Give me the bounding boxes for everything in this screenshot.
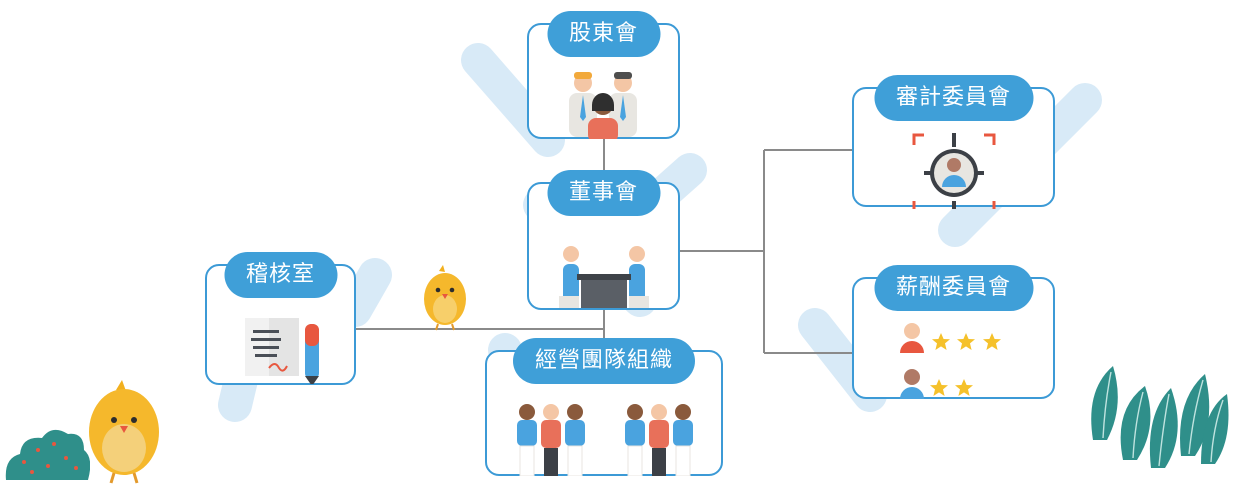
board-meeting-icon <box>529 236 678 308</box>
node-title: 股東會 <box>546 11 661 57</box>
node-title: 稽核室 <box>223 252 338 298</box>
shareholders-people-icon <box>529 65 678 139</box>
audit-document-icon <box>207 304 354 384</box>
bush-berries-icon <box>5 429 90 480</box>
rating-stars-icon <box>854 319 1053 401</box>
target-person-icon <box>854 129 1053 209</box>
chick-small-icon <box>424 265 466 331</box>
plant-leaves-icon <box>1091 366 1229 468</box>
chick-large-icon <box>89 380 159 484</box>
node-shareholders: 股東會 <box>527 11 680 139</box>
node-title: 審計委員會 <box>873 75 1034 121</box>
team-group-icon <box>487 402 721 476</box>
node-management: 經營團隊組織 <box>485 338 723 476</box>
node-remuneration-committee: 薪酬委員會 <box>852 265 1055 401</box>
node-board: 董事會 <box>527 170 680 310</box>
node-title: 經營團隊組織 <box>512 338 696 384</box>
node-title: 薪酬委員會 <box>873 265 1034 311</box>
node-audit-committee: 審計委員會 <box>852 75 1055 209</box>
node-audit-office: 稽核室 <box>205 252 356 385</box>
node-title: 董事會 <box>546 170 661 216</box>
